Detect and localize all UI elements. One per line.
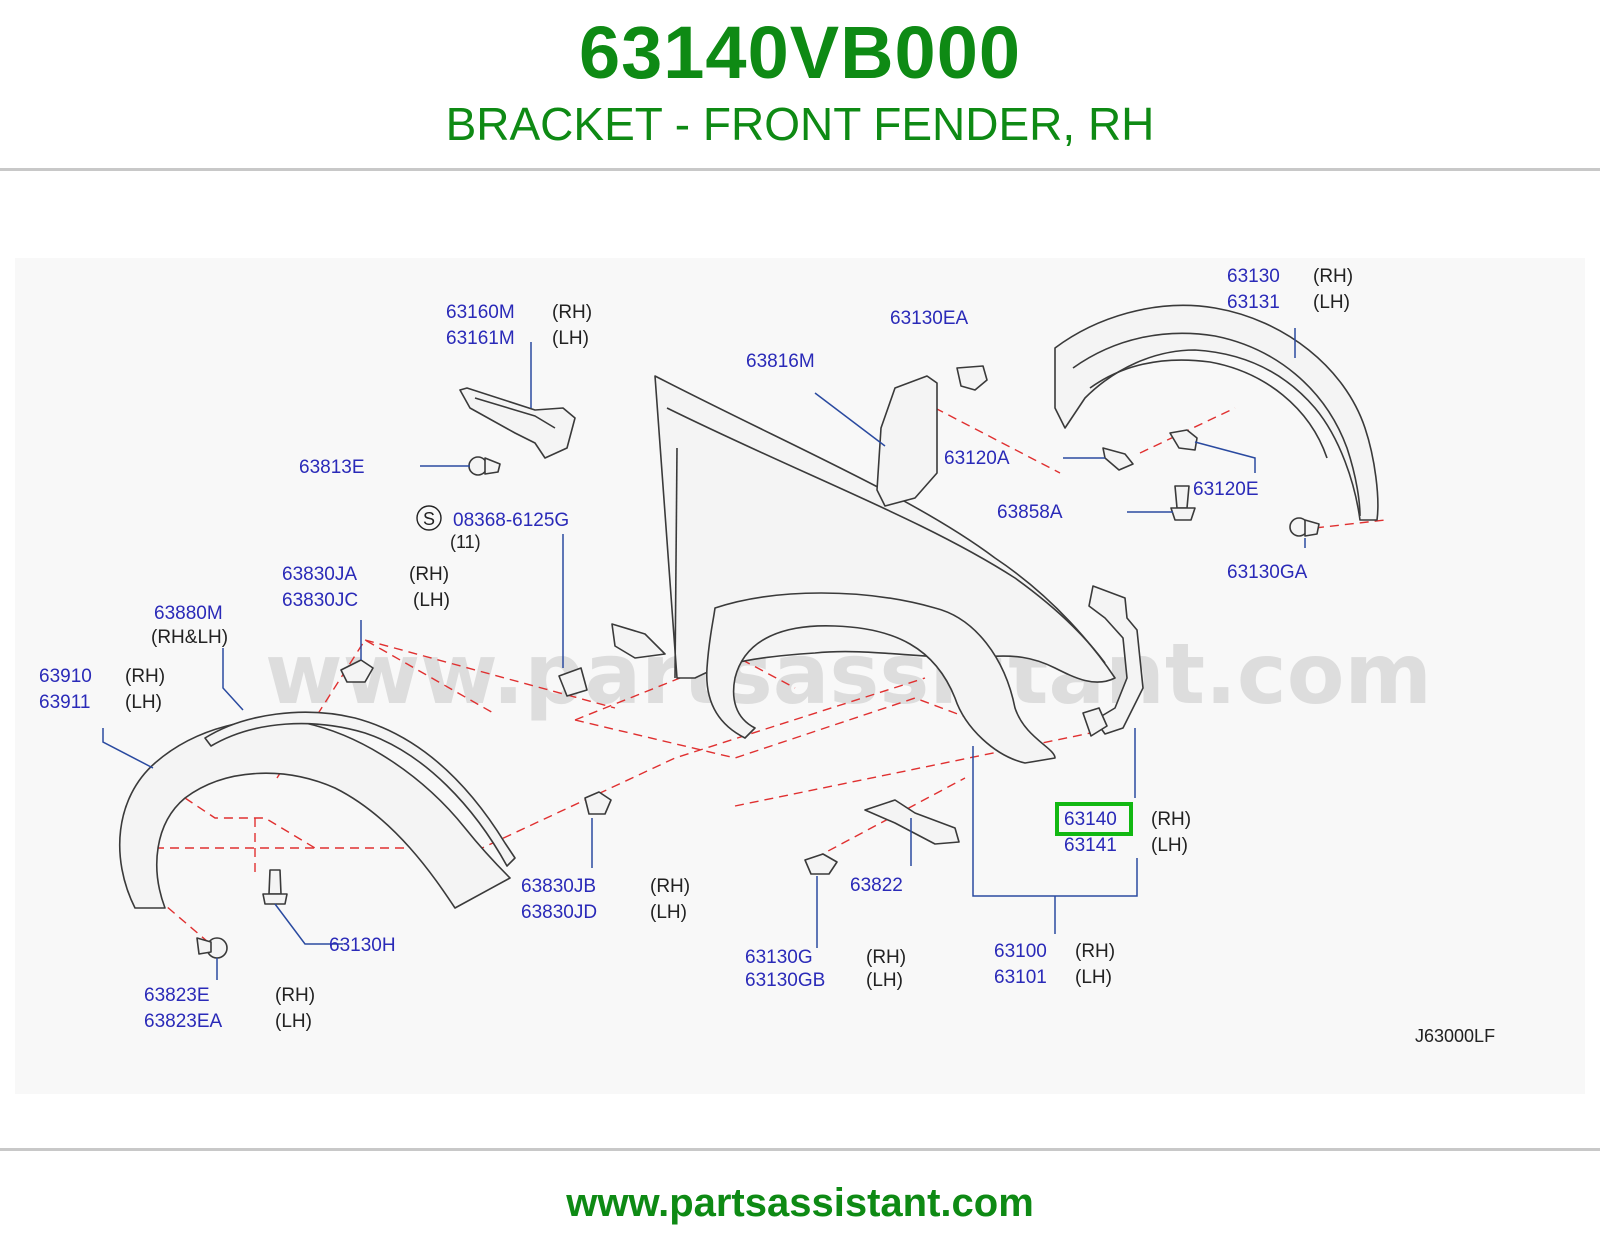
callout-labels: 63130 (RH) 63131 (LH) 63160M (RH) 63161M… bbox=[39, 266, 1495, 1046]
callout-side-63130gb: (LH) bbox=[866, 970, 903, 991]
fastener-clip-63130ea-icon bbox=[956, 365, 988, 391]
callout-part-63130ga[interactable]: 63130GA bbox=[1227, 562, 1308, 583]
callout-side-63830ja: (RH) bbox=[409, 564, 449, 585]
callout-side-63140: (RH) bbox=[1151, 809, 1191, 830]
fastener-clip-63813e-icon bbox=[468, 456, 501, 476]
fender-rear-bracket-63816m-shape bbox=[876, 375, 938, 507]
part-number-title: 63140VB000 bbox=[578, 11, 1022, 94]
footer-site-link[interactable]: www.partsassistant.com bbox=[566, 1181, 1034, 1225]
callout-part-63816m[interactable]: 63816M bbox=[746, 351, 815, 372]
callout-side-63130g: (RH) bbox=[866, 947, 906, 968]
parts-diagram-drawing: www.partsassistant.com bbox=[39, 266, 1495, 1046]
callout-part-63911[interactable]: 63911 bbox=[39, 692, 90, 713]
callout-part-08368-6125g[interactable]: 08368-6125G bbox=[453, 510, 569, 531]
callout-part-63823e[interactable]: 63823E bbox=[144, 985, 210, 1006]
callout-part-63858a[interactable]: 63858A bbox=[997, 502, 1063, 523]
callout-part-63120a[interactable]: 63120A bbox=[944, 448, 1010, 469]
callout-side-63911: (LH) bbox=[125, 692, 162, 713]
header-divider bbox=[0, 168, 1600, 171]
fender-bracket-63822-shape bbox=[864, 799, 960, 845]
front-bracket-small-shape bbox=[611, 623, 666, 659]
callout-part-63101[interactable]: 63101 bbox=[994, 967, 1047, 988]
callout-part-63130gb[interactable]: 63130GB bbox=[745, 970, 825, 991]
callout-side-63880m: (RH&LH) bbox=[151, 627, 228, 648]
callout-part-63130ea[interactable]: 63130EA bbox=[890, 308, 969, 329]
callout-side-63823e: (RH) bbox=[275, 985, 315, 1006]
callout-part-63910[interactable]: 63910 bbox=[39, 666, 92, 687]
clip-63830jb-icon bbox=[584, 791, 612, 815]
callout-side-63823ea: (LH) bbox=[275, 1011, 312, 1032]
standard-part-circle-icon bbox=[416, 505, 442, 531]
clip-63120e-icon bbox=[1169, 429, 1198, 451]
callout-part-63813e[interactable]: 63813E bbox=[299, 457, 365, 478]
callout-side-63160m: (RH) bbox=[552, 302, 592, 323]
callout-side-63830jd: (LH) bbox=[650, 902, 687, 923]
callout-side-63161m: (LH) bbox=[552, 328, 589, 349]
highlighted-part-box bbox=[1055, 802, 1133, 836]
standard-part-prefix: S bbox=[423, 509, 435, 529]
callout-side-63131: (LH) bbox=[1313, 292, 1350, 313]
footer-divider bbox=[0, 1148, 1600, 1151]
callout-side-63130: (RH) bbox=[1313, 266, 1353, 287]
bolt-08368-6125g-icon bbox=[558, 667, 588, 697]
callout-leader-lines bbox=[102, 328, 1306, 980]
callout-part-63141[interactable]: 63141 bbox=[1064, 835, 1117, 856]
callout-part-63160m[interactable]: 63160M bbox=[446, 302, 515, 323]
callout-part-63880m[interactable]: 63880M bbox=[154, 603, 223, 624]
parts-diagram: www.partsassistant.com bbox=[15, 258, 1585, 1094]
callout-part-63120e[interactable]: 63120E bbox=[1193, 479, 1259, 500]
callout-qty-08368-6125g: (11) bbox=[450, 532, 481, 552]
screw-63130h-icon bbox=[262, 869, 288, 905]
front-fender-bracket-63140-shape bbox=[1082, 585, 1144, 737]
callout-side-63101: (LH) bbox=[1075, 967, 1112, 988]
callout-part-63823ea[interactable]: 63823EA bbox=[144, 1011, 223, 1032]
callout-side-63830jb: (RH) bbox=[650, 876, 690, 897]
callout-side-63830jc: (LH) bbox=[413, 590, 450, 611]
screw-63120a-icon bbox=[1102, 447, 1134, 471]
callout-part-63130h[interactable]: 63130H bbox=[329, 935, 396, 956]
front-fender-panel-shape bbox=[654, 375, 1116, 764]
clip-63130ga-icon bbox=[1289, 517, 1320, 537]
clip-63830ja-icon bbox=[340, 659, 374, 683]
callout-part-63830ja[interactable]: 63830JA bbox=[282, 564, 357, 585]
page-header: 63140VB000 BRACKET - FRONT FENDER, RH bbox=[0, 0, 1600, 170]
callout-part-63130[interactable]: 63130 bbox=[1227, 266, 1280, 287]
callout-side-63141: (LH) bbox=[1151, 835, 1188, 856]
callout-part-63140[interactable]: 63140 bbox=[1064, 809, 1117, 830]
callout-part-63161m[interactable]: 63161M bbox=[446, 328, 515, 349]
callout-side-63100: (RH) bbox=[1075, 941, 1115, 962]
callout-side-63910: (RH) bbox=[125, 666, 165, 687]
diagram-reference-code: J63000LF bbox=[1415, 1026, 1495, 1046]
clip-63130g-icon bbox=[804, 853, 838, 875]
part-description-title: BRACKET - FRONT FENDER, RH bbox=[445, 98, 1155, 150]
fender-front-bracket-63160m-shape bbox=[459, 387, 576, 459]
callout-part-63830jc[interactable]: 63830JC bbox=[282, 590, 358, 611]
wheel-house-protector-63130-shape bbox=[1054, 304, 1379, 521]
callout-part-63822[interactable]: 63822 bbox=[850, 875, 903, 896]
callout-part-63830jd[interactable]: 63830JD bbox=[521, 902, 597, 923]
fastener-dashed-lines bbox=[144, 407, 1386, 949]
callout-part-63100[interactable]: 63100 bbox=[994, 941, 1047, 962]
callout-part-63130g[interactable]: 63130G bbox=[745, 947, 813, 968]
wheel-arch-molding-63910-shape bbox=[118, 711, 516, 909]
clip-63823e-icon bbox=[196, 937, 228, 959]
callout-part-63830jb[interactable]: 63830JB bbox=[521, 876, 596, 897]
callout-part-63131[interactable]: 63131 bbox=[1227, 292, 1280, 313]
bolt-63858a-icon bbox=[1170, 485, 1196, 521]
